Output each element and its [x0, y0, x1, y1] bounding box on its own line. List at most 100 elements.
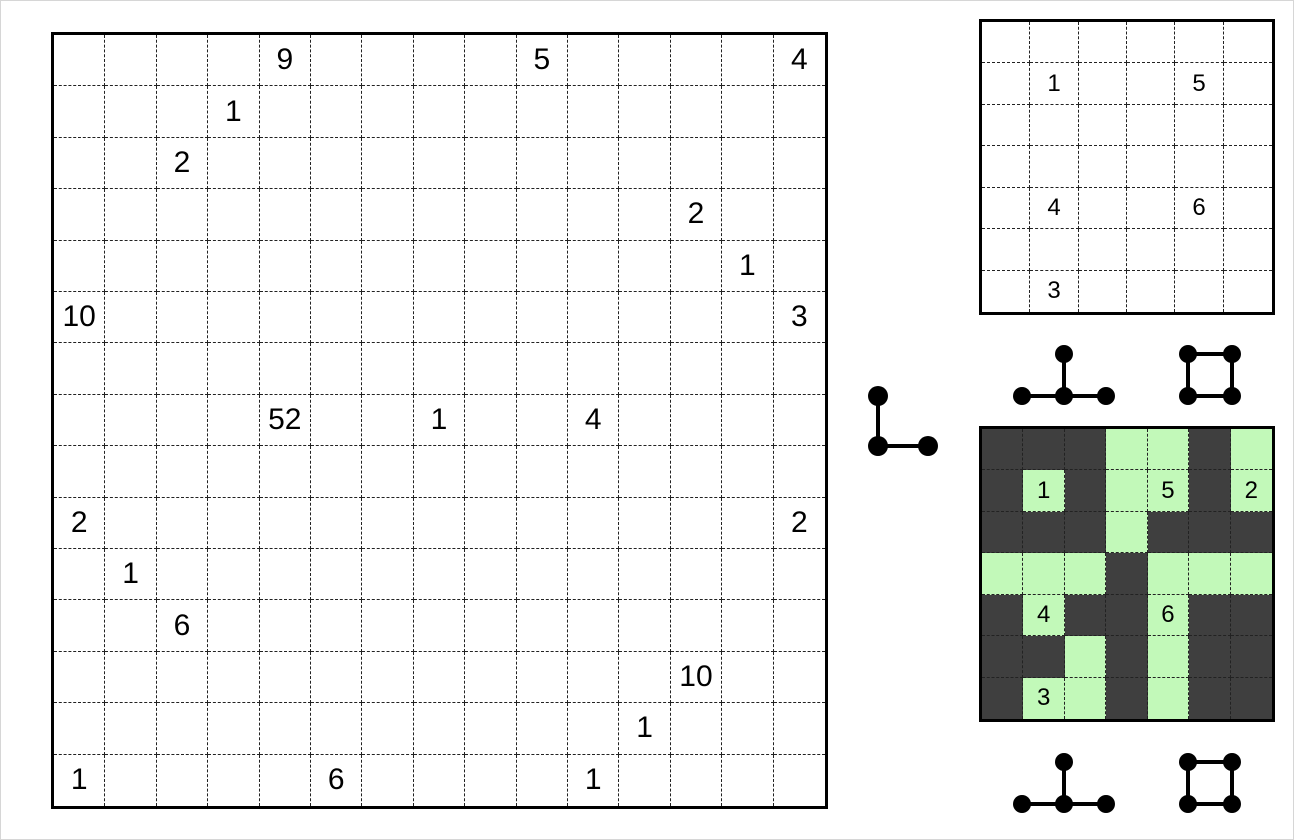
grid-cell[interactable] [568, 189, 620, 241]
grid-cell[interactable] [362, 497, 414, 549]
grid-cell[interactable] [568, 600, 620, 652]
grid-cell[interactable] [465, 394, 517, 447]
grid-cell[interactable] [722, 343, 774, 395]
grid-cell[interactable] [722, 754, 774, 806]
grid-cell[interactable] [619, 497, 671, 549]
grid-cell[interactable] [362, 754, 414, 806]
grid-cell[interactable] [259, 86, 311, 138]
grid-cell[interactable] [465, 240, 517, 292]
grid-cell[interactable] [208, 35, 260, 87]
grid-cell[interactable] [105, 240, 157, 292]
grid-cell[interactable] [362, 189, 414, 241]
grid-cell[interactable] [156, 343, 209, 395]
grid-cell[interactable]: 1 [54, 754, 106, 806]
grid-cell[interactable] [311, 35, 363, 87]
grid-cell[interactable] [156, 549, 209, 601]
grid-cell[interactable] [208, 754, 260, 806]
grid-cell[interactable] [413, 240, 466, 292]
grid-cell[interactable] [670, 497, 723, 549]
grid-cell[interactable] [156, 703, 209, 755]
grid-cell[interactable] [156, 446, 209, 498]
grid-cell[interactable] [516, 240, 568, 292]
grid-cell[interactable] [774, 755, 825, 806]
grid-cell[interactable] [208, 497, 260, 549]
grid-cell[interactable] [105, 446, 157, 498]
grid-cell[interactable] [54, 394, 106, 447]
grid-cell[interactable] [568, 446, 620, 498]
grid-cell[interactable] [362, 240, 414, 292]
grid-cell[interactable] [259, 651, 311, 704]
grid-cell[interactable]: 1 [568, 754, 620, 806]
grid-cell[interactable]: 4 [568, 394, 620, 447]
grid-cell[interactable] [54, 189, 106, 241]
grid-cell[interactable] [670, 292, 723, 344]
grid-cell[interactable] [156, 394, 209, 447]
grid-cell[interactable] [465, 35, 517, 87]
grid-cell[interactable]: 3 [773, 292, 825, 344]
grid-cell[interactable] [465, 137, 517, 190]
grid-cell[interactable] [568, 86, 620, 138]
grid-cell[interactable] [619, 35, 671, 87]
grid-cell[interactable] [105, 137, 157, 190]
grid-cell[interactable] [54, 240, 106, 292]
grid-cell[interactable] [208, 651, 260, 704]
grid-cell[interactable] [362, 394, 414, 447]
grid-cell[interactable]: 1 [722, 240, 774, 292]
grid-cell[interactable] [773, 446, 825, 498]
grid-cell[interactable] [568, 651, 620, 704]
grid-cell[interactable] [722, 189, 774, 241]
grid-cell[interactable]: 2 [773, 498, 825, 549]
grid-cell[interactable] [413, 549, 466, 601]
grid-cell[interactable] [311, 343, 363, 395]
grid-cell[interactable] [465, 292, 517, 344]
grid-cell[interactable] [105, 600, 157, 652]
grid-cell[interactable] [208, 240, 260, 292]
grid-cell[interactable] [208, 394, 260, 447]
grid-cell[interactable] [362, 600, 414, 652]
grid-cell[interactable] [722, 292, 774, 344]
grid-cell[interactable] [516, 446, 568, 498]
grid-cell[interactable] [670, 343, 723, 395]
grid-cell[interactable] [619, 394, 671, 447]
grid-cell[interactable] [670, 549, 723, 601]
grid-cell[interactable] [722, 651, 774, 704]
grid-cell[interactable] [568, 549, 620, 601]
grid-cell[interactable] [311, 292, 363, 344]
grid-cell[interactable] [517, 754, 568, 806]
grid-cell[interactable] [671, 754, 723, 806]
grid-cell[interactable] [773, 86, 825, 138]
grid-cell[interactable] [670, 446, 723, 498]
grid-cell[interactable] [156, 497, 209, 549]
grid-cell[interactable] [54, 549, 106, 601]
grid-cell[interactable]: 1 [413, 394, 466, 447]
grid-cell[interactable] [516, 343, 568, 395]
grid-cell[interactable] [311, 137, 363, 190]
grid-cell[interactable] [413, 86, 466, 138]
grid-cell[interactable] [259, 600, 311, 652]
grid-cell[interactable] [54, 446, 106, 498]
grid-cell[interactable] [465, 446, 517, 498]
grid-cell[interactable] [568, 497, 620, 549]
grid-cell[interactable] [54, 600, 106, 652]
grid-cell[interactable] [208, 703, 260, 755]
grid-cell[interactable] [105, 86, 157, 138]
grid-cell[interactable]: 6 [311, 754, 363, 806]
grid-cell[interactable] [722, 394, 774, 447]
grid-cell[interactable] [516, 651, 568, 704]
grid-cell[interactable] [54, 651, 106, 704]
grid-cell[interactable] [722, 86, 774, 138]
grid-cell[interactable] [105, 189, 157, 241]
grid-cell[interactable] [208, 600, 260, 652]
grid-cell[interactable] [156, 292, 209, 344]
grid-cell[interactable] [773, 189, 825, 241]
grid-cell[interactable] [54, 86, 106, 138]
grid-cell[interactable] [619, 446, 671, 498]
grid-cell[interactable] [311, 600, 363, 652]
grid-cell[interactable]: 1 [208, 86, 260, 138]
grid-cell[interactable] [619, 86, 671, 138]
grid-cell[interactable] [105, 651, 157, 704]
grid-cell[interactable] [105, 394, 157, 447]
grid-cell[interactable] [773, 600, 825, 652]
grid-cell[interactable] [105, 497, 157, 549]
grid-cell[interactable] [722, 549, 774, 601]
